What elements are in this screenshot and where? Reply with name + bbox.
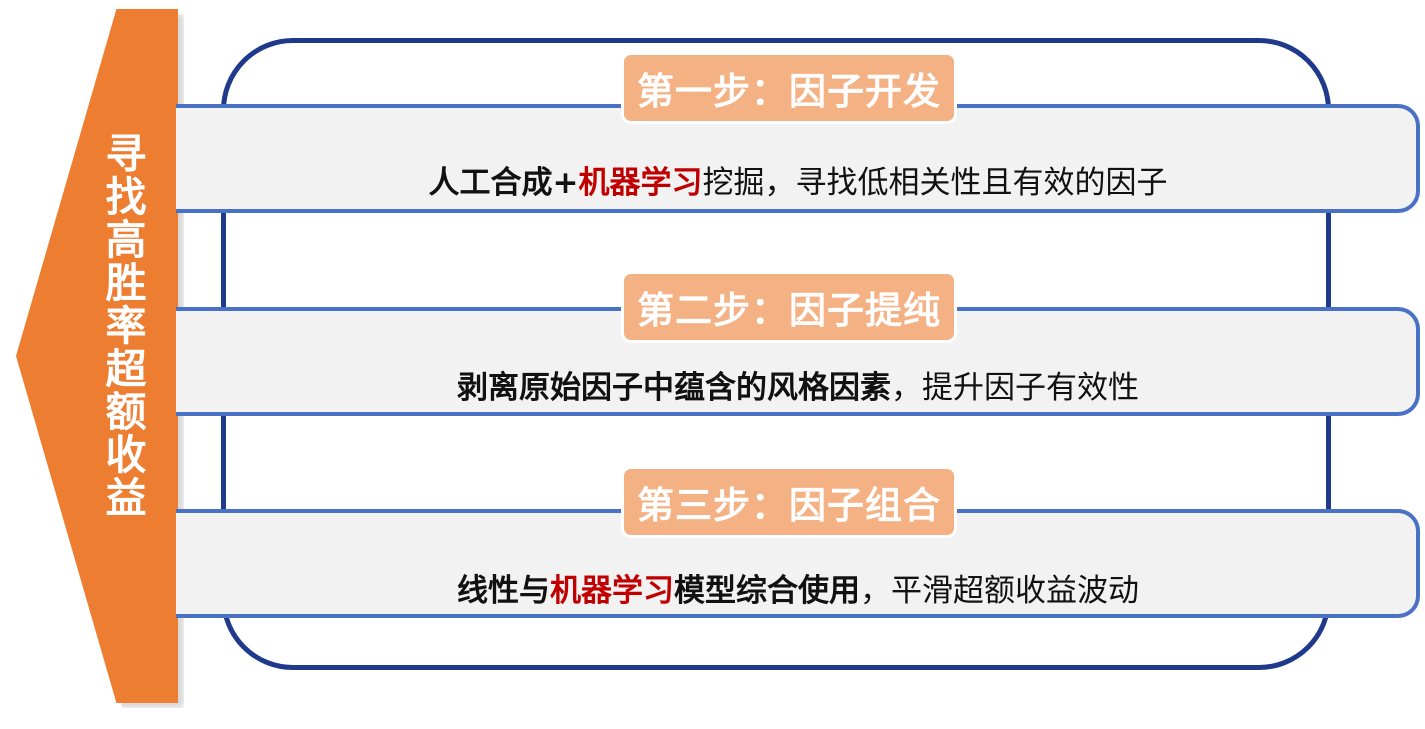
step-3-badge: 第三步：因子组合 xyxy=(621,466,957,538)
step-1-desc-part-2: 机器学习 xyxy=(578,165,703,201)
step-3-desc-part-3: 模型综合使用 xyxy=(674,573,860,609)
banner-title: 寻找高胜率超额收益 xyxy=(98,132,146,519)
step-1-badge: 第一步：因子开发 xyxy=(621,52,957,124)
step-1-description: 人工合成+机器学习挖掘，寻找低相关性且有效的因子 xyxy=(176,157,1420,202)
step-3-desc-part-1: 线性与 xyxy=(457,573,550,609)
step-2-desc-part-2: ，提升因子有效性 xyxy=(891,370,1139,406)
step-1-desc-part-3: 挖掘，寻找低相关性且有效的因子 xyxy=(702,165,1168,201)
step-2-badge: 第二步：因子提纯 xyxy=(621,271,957,343)
step-1-desc-part-1: 人工合成+ xyxy=(428,165,579,201)
step-3-desc-part-4: ，平滑超额收益波动 xyxy=(860,573,1139,609)
step-3-description: 线性与机器学习模型综合使用，平滑超额收益波动 xyxy=(176,565,1420,610)
step-2-description: 剥离原始因子中蕴含的风格因素，提升因子有效性 xyxy=(176,362,1420,407)
step-3-desc-part-2: 机器学习 xyxy=(550,573,674,609)
step-2-desc-part-1: 剥离原始因子中蕴含的风格因素 xyxy=(457,370,891,406)
